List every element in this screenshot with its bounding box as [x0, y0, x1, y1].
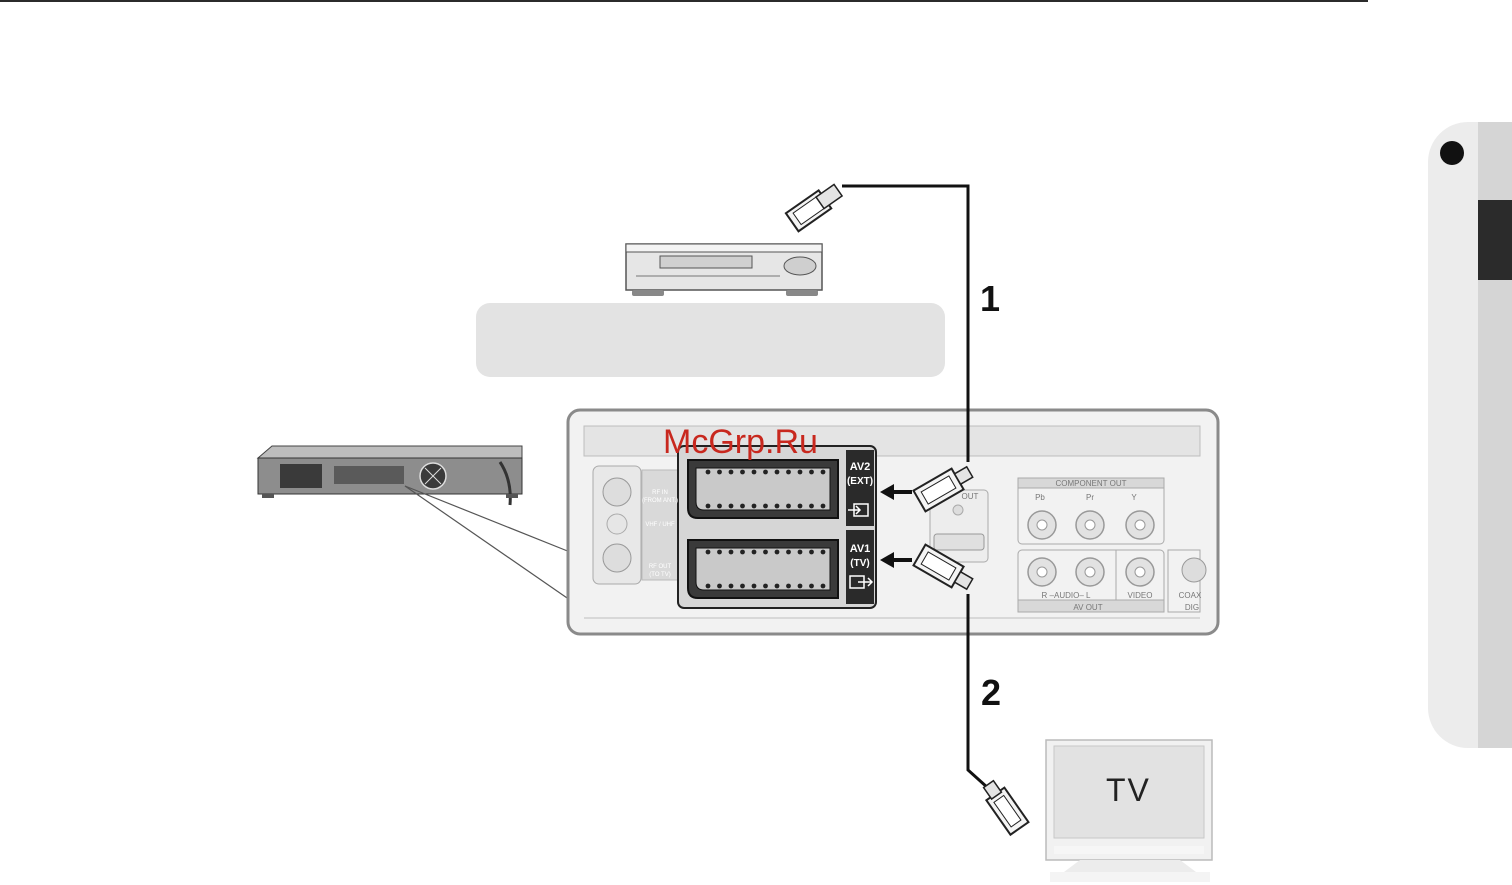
scart-pin — [786, 549, 791, 555]
scart-plug-av1 — [912, 543, 974, 591]
scart-pin — [717, 503, 722, 509]
rca-jack — [1125, 557, 1155, 587]
vhf-uhf-label: VHF / UHF — [645, 522, 675, 528]
vcr-callout-box — [476, 303, 945, 377]
scart-pin — [820, 549, 826, 555]
scart-pin — [728, 549, 734, 555]
scart-pin — [774, 503, 780, 509]
av-out-label: AV OUT — [1073, 603, 1102, 612]
step-label-1: 1 — [980, 278, 1001, 319]
component-pr-label: Pr — [1086, 493, 1094, 502]
audio-label: R –AUDIO– L — [1042, 591, 1091, 600]
av-jacks — [1027, 557, 1155, 587]
zoom-line-lower — [404, 485, 571, 601]
scart-plug-vcr — [784, 183, 844, 233]
av2-label-line2: (EXT) — [847, 476, 873, 487]
scart-pin — [740, 503, 745, 509]
scart-pins — [705, 469, 826, 589]
scart-pin — [728, 503, 734, 509]
television-device — [1045, 739, 1213, 882]
scart-pin — [774, 469, 780, 475]
scart-pin — [717, 469, 722, 475]
scart-pin — [774, 549, 780, 555]
watermark-text: McGrp.Ru — [663, 423, 818, 461]
scart-pin — [740, 583, 745, 589]
scart-pin — [820, 469, 826, 475]
chapter-side-tab-marker — [1478, 200, 1512, 280]
scart-pin — [820, 503, 826, 509]
scart-pin — [705, 583, 711, 589]
scart-pin — [717, 583, 722, 589]
component-pb-label: Pb — [1035, 493, 1045, 502]
scart-pin — [763, 583, 768, 589]
rca-jack — [1027, 557, 1057, 587]
scart-pin — [809, 583, 814, 589]
scart-pin — [705, 549, 711, 555]
top-rule — [0, 0, 1368, 2]
scart-pin — [751, 503, 757, 509]
av1-label-line1: AV1 — [850, 543, 871, 555]
rca-jack — [1027, 510, 1057, 540]
vcr-device — [625, 243, 823, 296]
scart-pin — [705, 469, 711, 475]
dvd-recorder-device — [256, 445, 523, 506]
hdmi-out-label: OUT — [962, 492, 979, 501]
scart-pin — [809, 549, 814, 555]
rf-in-label: RF IN — [652, 490, 668, 496]
rf-out-label: RF OUT — [649, 564, 672, 570]
scart-pin — [809, 469, 814, 475]
scart-pin — [786, 503, 791, 509]
scart-pin — [797, 469, 803, 475]
scart-pin — [740, 469, 745, 475]
scart-pin — [740, 549, 745, 555]
scart-plug-tv — [982, 779, 1030, 837]
scart-pin — [728, 469, 734, 475]
zoom-line-upper — [404, 485, 571, 553]
cable-2 — [966, 594, 990, 790]
rca-jack — [1075, 510, 1105, 540]
video-label: VIDEO — [1128, 591, 1153, 600]
scart-pin — [751, 549, 757, 555]
scart-pin — [797, 549, 803, 555]
cable-1 — [842, 184, 970, 462]
rear-panel-enlargement — [566, 408, 1220, 636]
scart-pin — [820, 583, 826, 589]
rf-out-sub-label: (TO TV) — [649, 572, 670, 578]
scart-pin — [763, 549, 768, 555]
av1-label-line2: (TV) — [850, 558, 869, 569]
av2-label-line1: AV2 — [850, 461, 871, 473]
scart-pin — [763, 469, 768, 475]
scart-pin — [809, 503, 814, 509]
component-out-label: COMPONENT OUT — [1056, 479, 1127, 488]
chapter-dot-icon — [1440, 141, 1464, 165]
digital-label: DIG — [1185, 603, 1199, 612]
coax-label: COAX — [1179, 591, 1202, 600]
scart-pin — [717, 549, 722, 555]
scart-pin — [751, 469, 757, 475]
scart-pin — [774, 583, 780, 589]
rca-jack — [1125, 510, 1155, 540]
scart-pin — [728, 583, 734, 589]
scart-pin — [751, 583, 757, 589]
scart-pin — [797, 583, 803, 589]
scart-pin — [763, 503, 768, 509]
arrow-left-av2 — [880, 484, 912, 500]
arrow-left-av1 — [880, 552, 912, 568]
av1-output-icon — [849, 575, 874, 589]
rca-jack — [1075, 557, 1105, 587]
av2-input-icon — [848, 503, 869, 517]
component-jacks — [1027, 510, 1155, 540]
rf-in-sub-label: (FROM ANT.) — [642, 498, 678, 504]
scart-pin — [705, 503, 711, 509]
tv-label: TV — [1106, 772, 1151, 808]
scart-plug-av2 — [912, 465, 974, 513]
step-label-2: 2 — [981, 672, 1002, 713]
scart-pin — [786, 469, 791, 475]
scart-pin — [786, 583, 791, 589]
component-y-label: Y — [1131, 493, 1137, 502]
scart-pin — [797, 503, 803, 509]
